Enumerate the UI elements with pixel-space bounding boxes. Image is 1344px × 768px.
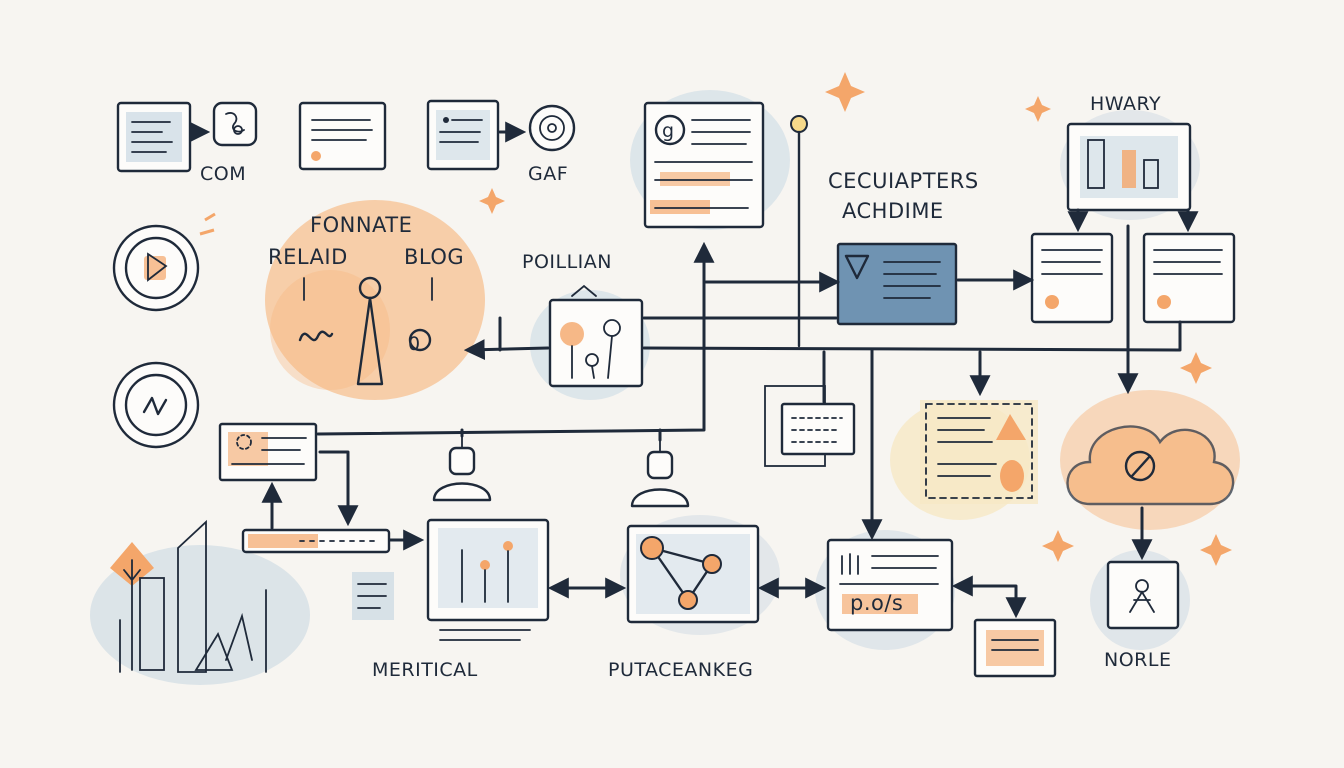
- city-icon: [110, 519, 267, 673]
- fonnate-cluster: FONNATE RELAID BLOG 0: [268, 213, 464, 386]
- label-cecuiapters: CECUIAPTERS: [828, 169, 979, 193]
- label-poillian: POILLIAN: [522, 251, 612, 273]
- center-document: g: [643, 101, 808, 348]
- top-left-row: COM GAF: [116, 99, 576, 185]
- document-icon: [643, 101, 765, 229]
- flow-arrows: [261, 224, 1182, 619]
- label-relaid: RELAID: [268, 245, 348, 269]
- poillian-node: POILLIAN: [522, 251, 644, 388]
- label-gaf: GAF: [528, 163, 568, 185]
- hwary-node: HWARY: [1030, 93, 1236, 324]
- cloud-icon: [1066, 425, 1235, 506]
- bottom-row: MERITICAL PUTACEANKEG p.o/s NORLE: [110, 518, 1180, 681]
- document-icon: [1142, 232, 1236, 324]
- document-icon: [1030, 232, 1114, 324]
- user-icon: [630, 439, 690, 508]
- left-circles: [112, 224, 200, 449]
- label-hwary: HWARY: [1090, 93, 1161, 115]
- label-com: COM: [200, 163, 246, 185]
- label-putaceankeg: PUTACEANKEG: [608, 659, 753, 681]
- user-icon: [432, 435, 492, 502]
- sparkle-icon: [199, 72, 1232, 566]
- middle-row: [218, 385, 1235, 554]
- cecuiapters-node: CECUIAPTERS ACHDIME: [828, 169, 979, 326]
- label-fonnate: FONNATE: [310, 213, 412, 237]
- svg-text:0: 0: [408, 333, 421, 355]
- label-merital: MERITICAL: [372, 659, 478, 681]
- label-norle: NORLE: [1104, 649, 1171, 671]
- label-achdime: ACHDIME: [842, 199, 944, 223]
- svg-text:p.o/s: p.o/s: [850, 591, 903, 615]
- label-blog: BLOG: [404, 245, 464, 269]
- target-icon: [528, 104, 576, 152]
- svg-text:g: g: [662, 120, 675, 142]
